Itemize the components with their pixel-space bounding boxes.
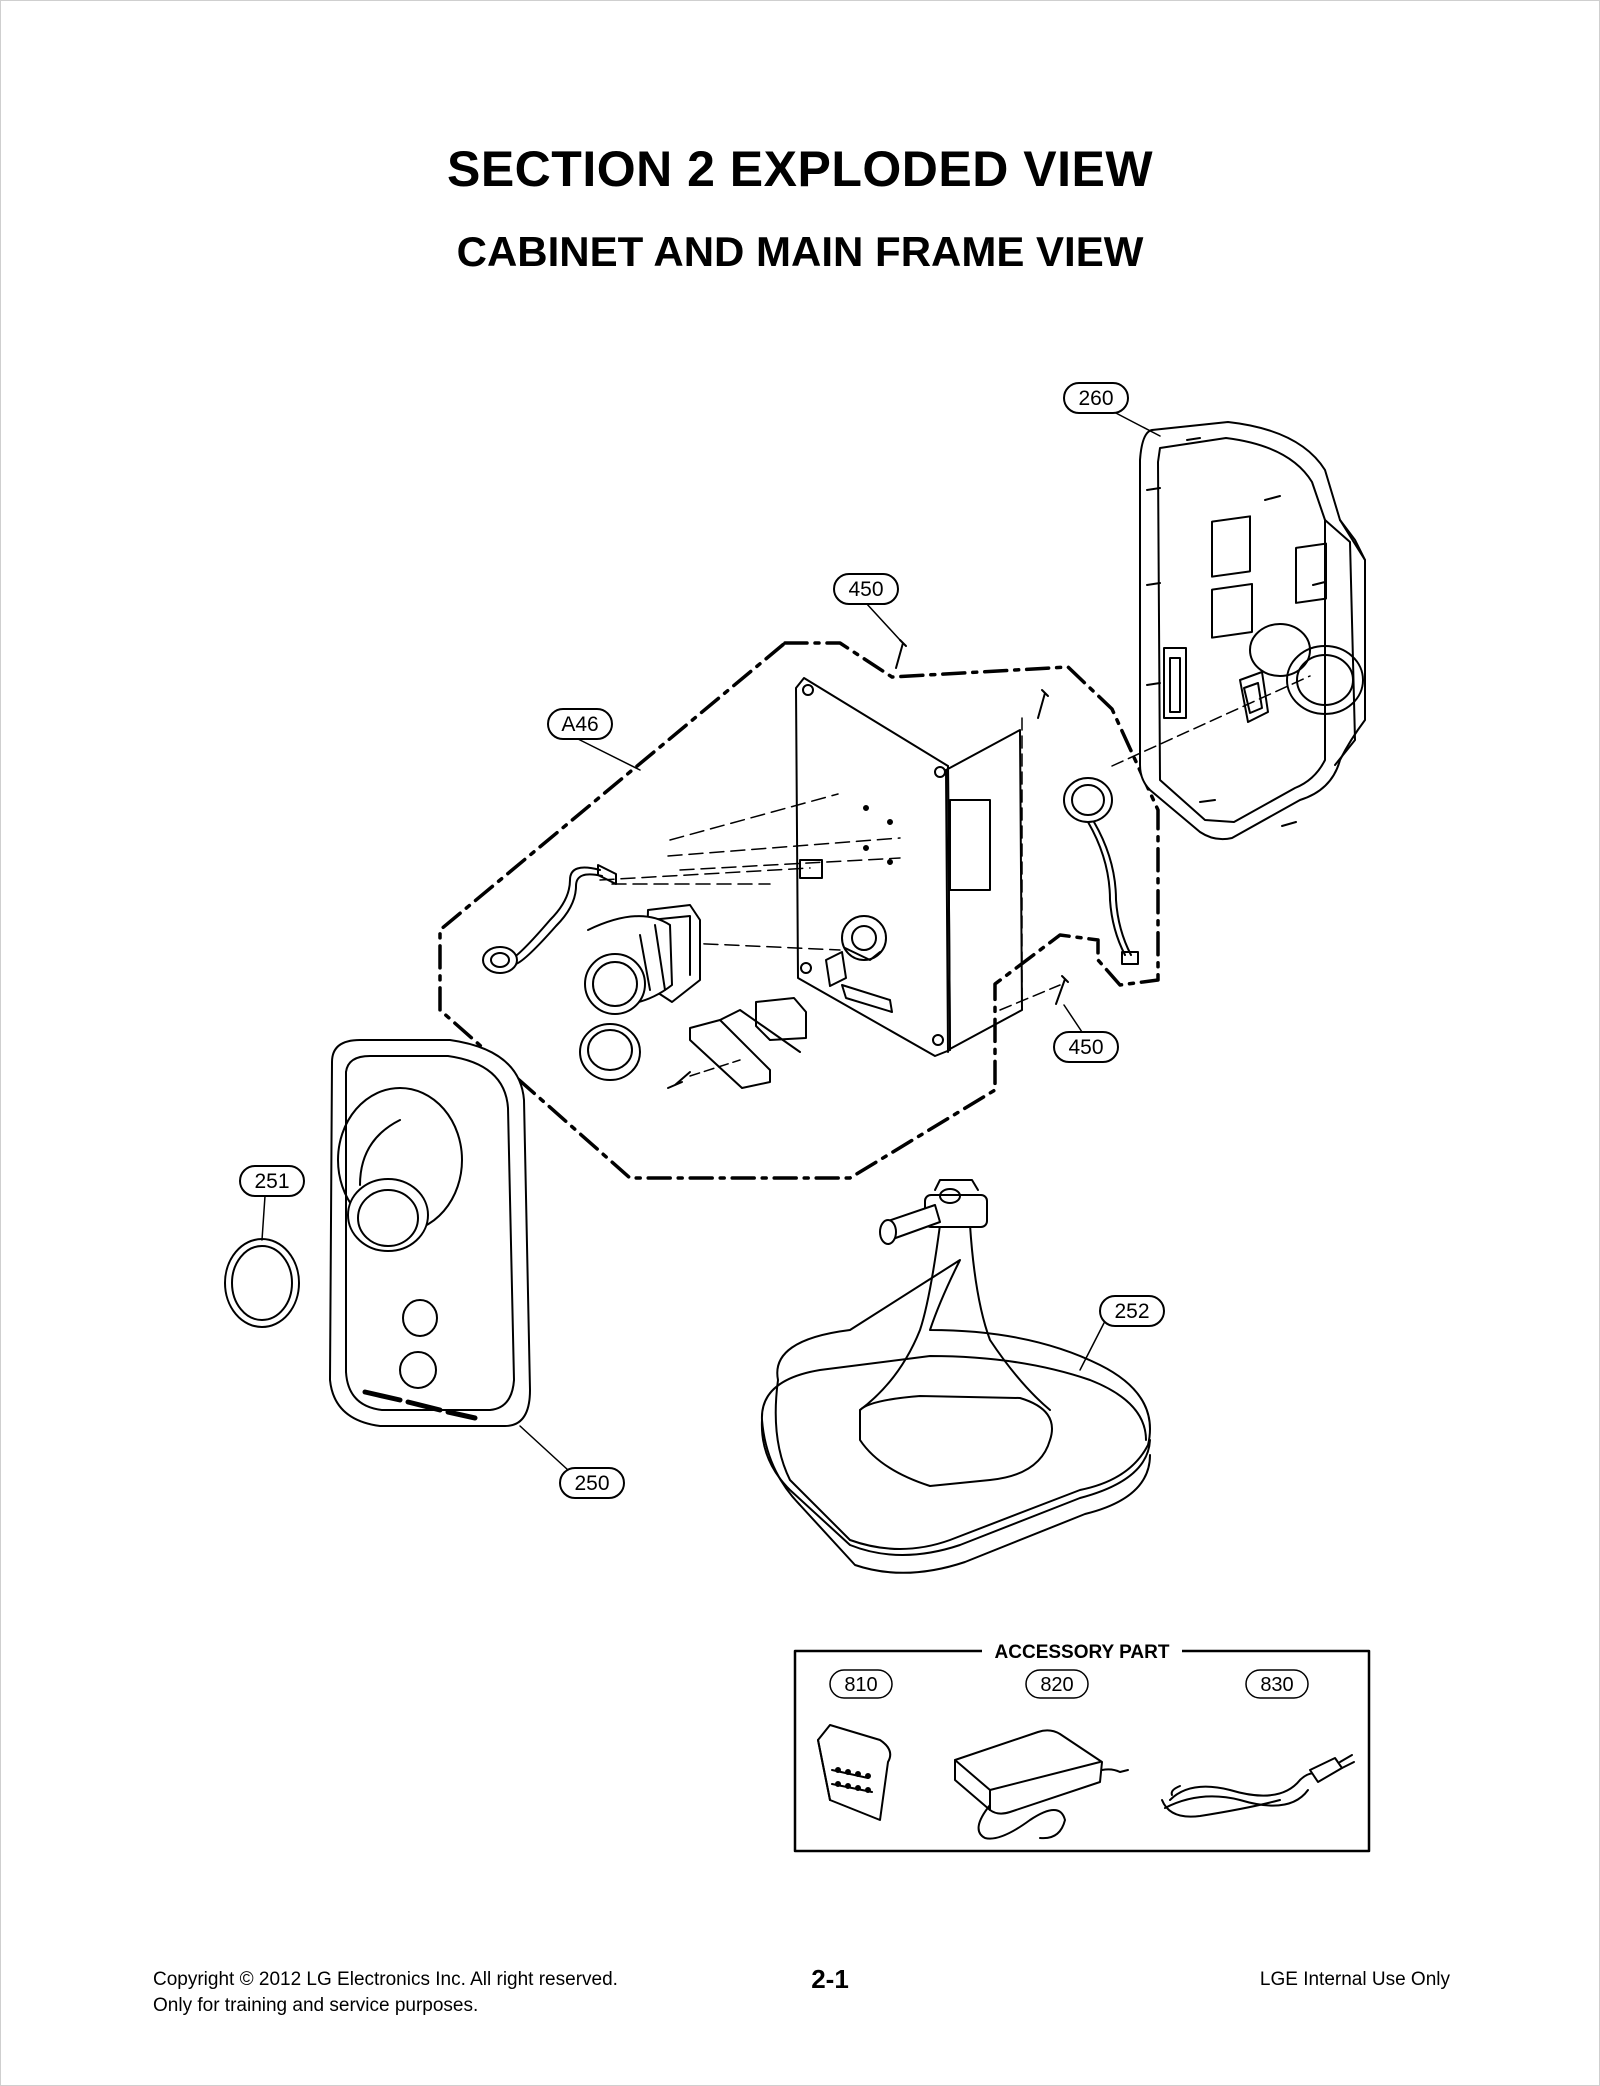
screw-450-top <box>895 639 907 669</box>
accessory-part-box: ACCESSORY PART 810 820 830 <box>793 1640 1371 1853</box>
page-number: 2-1 <box>811 1964 849 1994</box>
callout-260-label: 260 <box>1078 387 1113 410</box>
callout-450-bottom: 450 <box>1053 1031 1119 1063</box>
lens-cover <box>579 1023 641 1081</box>
main-pcb <box>795 677 1023 1057</box>
power-adapter-820 <box>954 1729 1129 1840</box>
callout-251: 251 <box>239 1165 305 1197</box>
training-note: Only for training and service purposes. <box>153 1995 479 2016</box>
copyright-line: Copyright © 2012 LG Electronics Inc. All… <box>153 1969 618 1990</box>
callout-450-top: 450 <box>833 573 899 605</box>
stand-252 <box>760 1179 1151 1574</box>
callout-260: 260 <box>1063 382 1129 414</box>
lens-cable-assembly <box>482 864 617 974</box>
callout-830: 830 <box>1245 1669 1309 1699</box>
callout-820: 820 <box>1025 1669 1089 1699</box>
alignment-lines <box>599 793 901 951</box>
screw-450-bottom <box>999 975 1069 1011</box>
front-cover-250 <box>329 1039 531 1427</box>
callout-250-label: 250 <box>574 1472 609 1495</box>
callout-a46: A46 <box>547 708 613 740</box>
callout-250: 250 <box>559 1467 625 1499</box>
power-cord-830 <box>1161 1754 1355 1818</box>
callout-810: 810 <box>829 1669 893 1699</box>
callout-810-label: 810 <box>844 1674 877 1696</box>
manual-810 <box>817 1724 892 1821</box>
connector-slot <box>1211 515 1251 578</box>
callout-251-label: 251 <box>254 1170 289 1193</box>
callout-450-top-label: 450 <box>848 578 883 601</box>
footer-copyright: Copyright © 2012 LG Electronics Inc. All… <box>153 1967 618 2019</box>
view-title: CABINET AND MAIN FRAME VIEW <box>456 228 1144 275</box>
screw-450-upper-right <box>1037 689 1049 719</box>
section-title: SECTION 2 EXPLODED VIEW <box>446 141 1154 197</box>
internal-use-note: LGE Internal Use Only <box>1259 1969 1450 1990</box>
lens-ring-251 <box>224 1238 300 1328</box>
ir-filter-bracket <box>667 997 807 1089</box>
lens-module <box>584 904 701 1015</box>
callout-830-label: 830 <box>1260 1674 1293 1696</box>
leader-lines <box>261 410 1161 1471</box>
callout-252-label: 252 <box>1114 1300 1149 1323</box>
microphone-with-cable <box>1063 777 1139 965</box>
callout-450-bottom-label: 450 <box>1068 1036 1103 1059</box>
rear-cover-260 <box>1111 421 1366 841</box>
callout-a46-label: A46 <box>561 713 598 736</box>
callout-252: 252 <box>1099 1295 1165 1327</box>
callout-820-label: 820 <box>1040 1674 1073 1696</box>
a46-assembly-boundary <box>438 641 1160 1180</box>
accessory-title: ACCESSORY PART <box>995 1642 1170 1663</box>
